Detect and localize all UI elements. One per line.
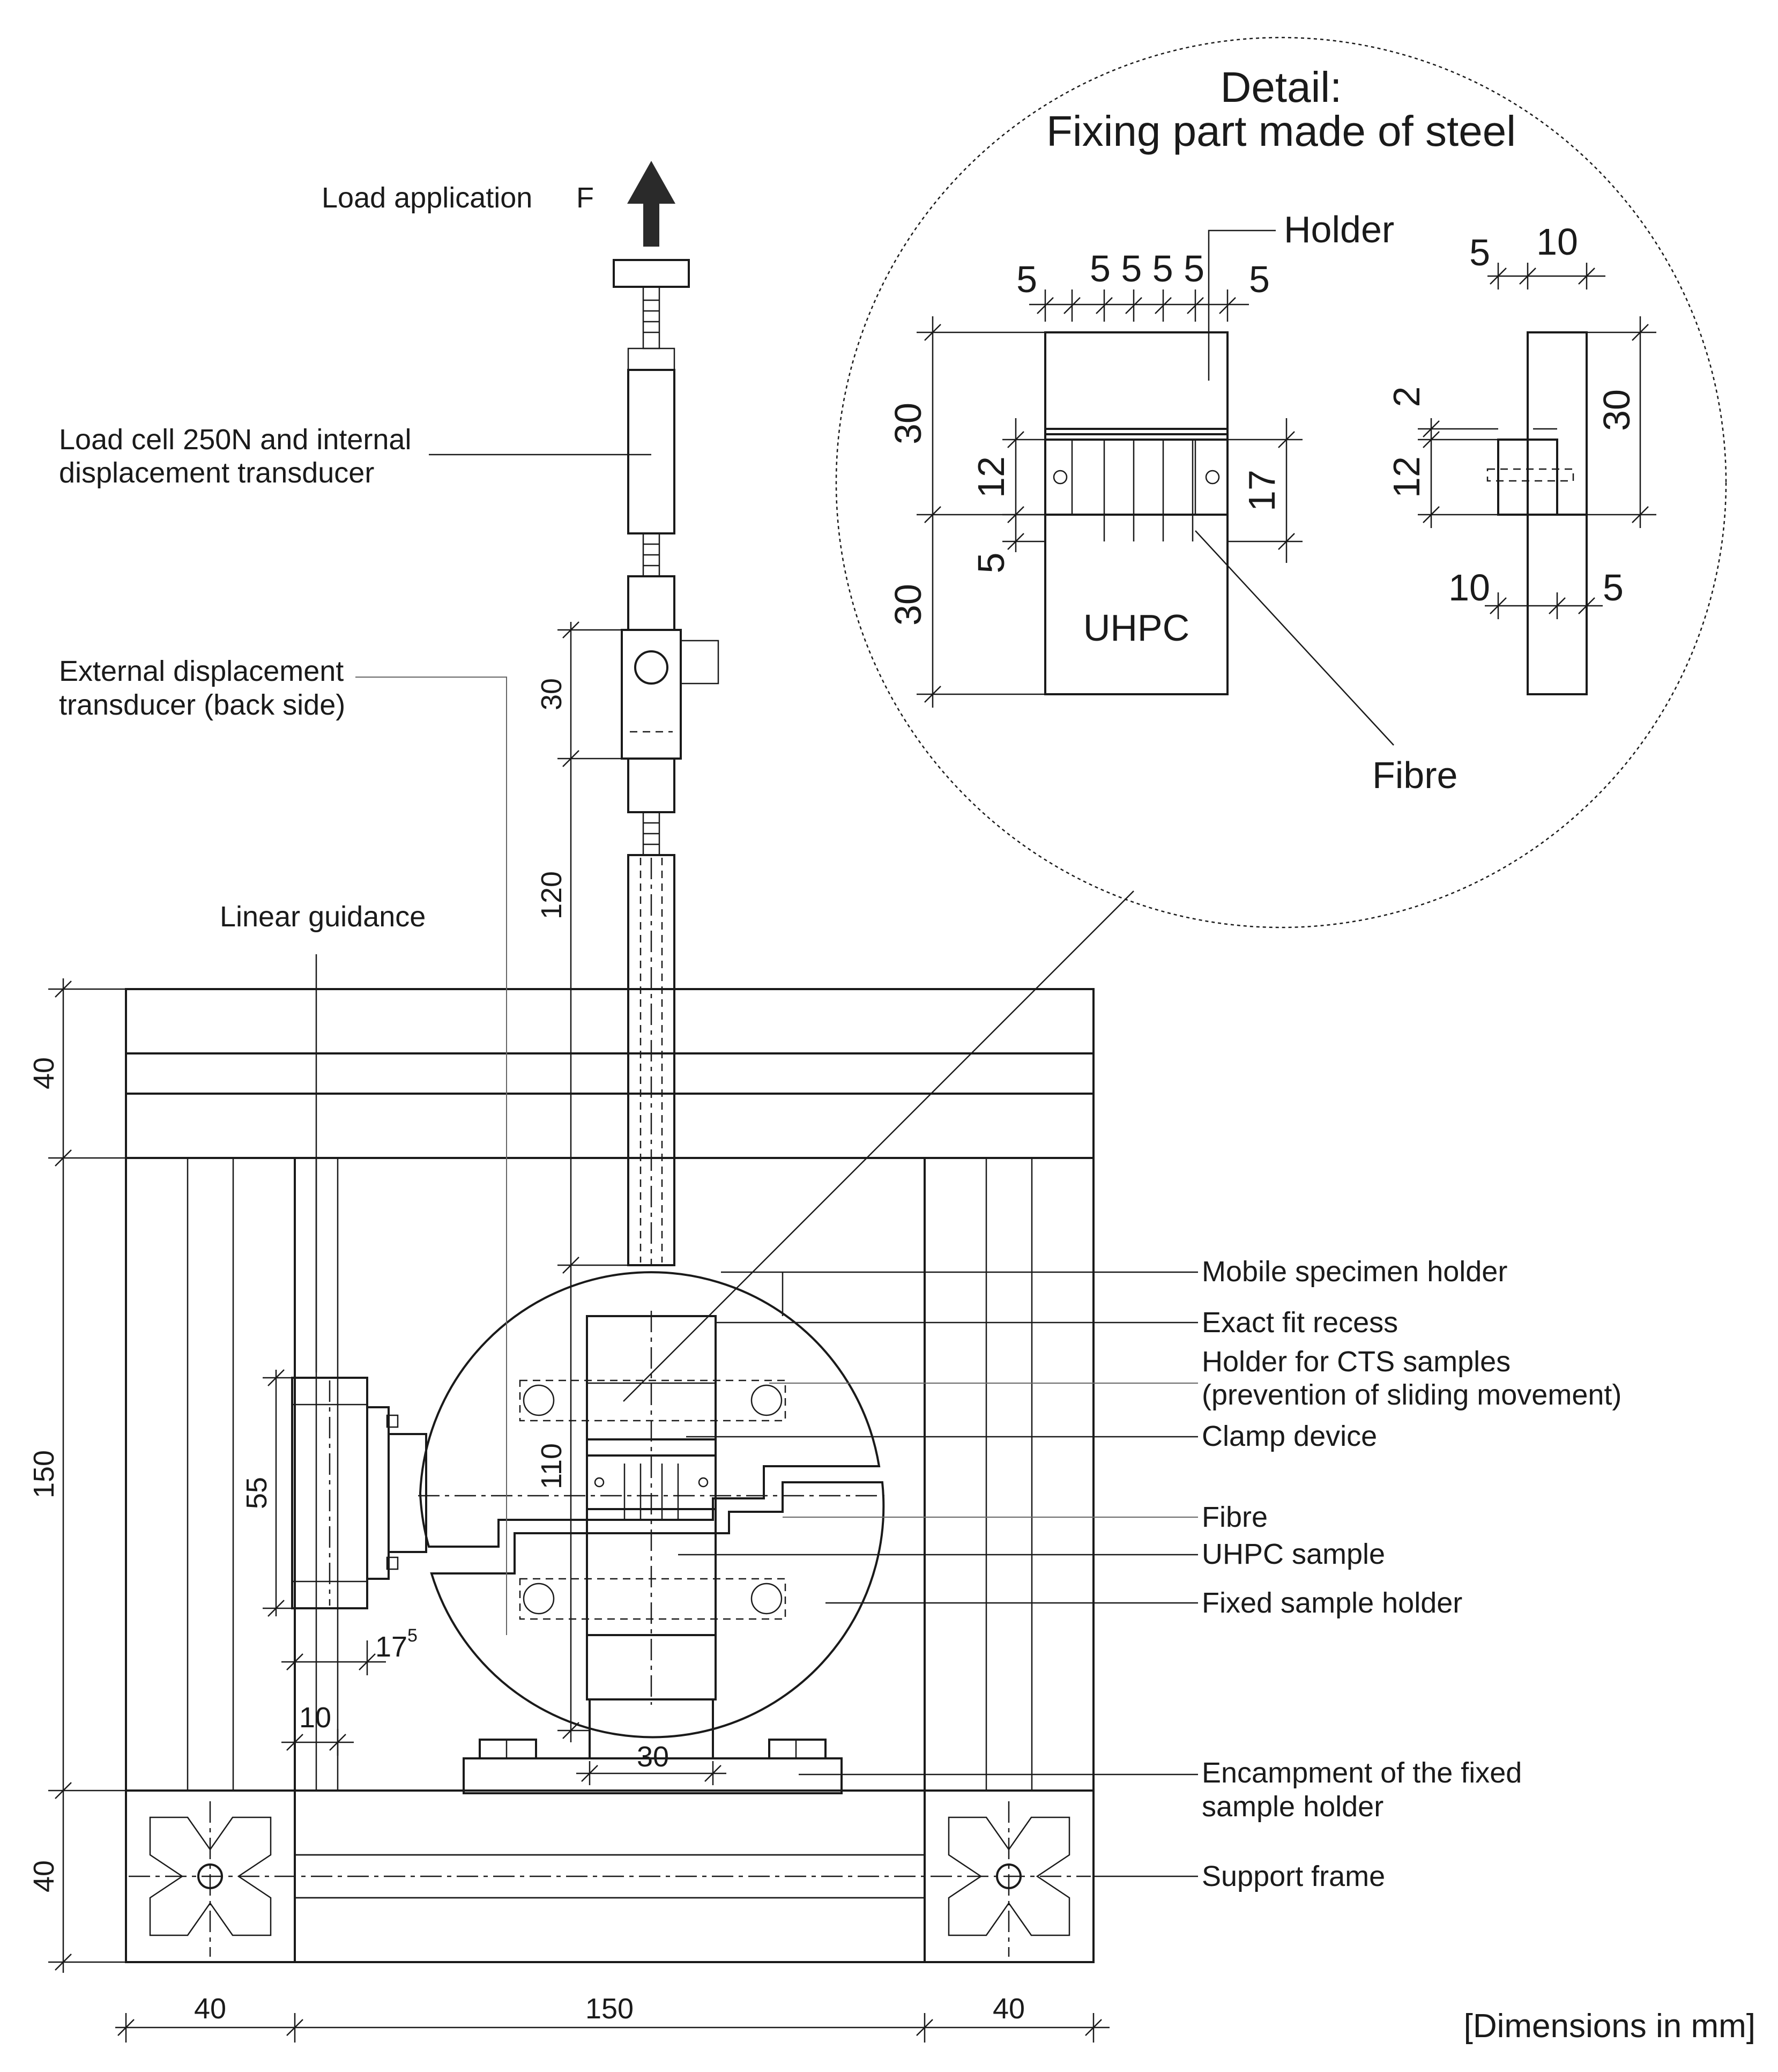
dim-guidance-55: 55 <box>241 1477 273 1509</box>
main-dimensions <box>48 621 1110 2043</box>
dim-vert-110: 110 <box>535 1443 568 1489</box>
load-train <box>613 161 719 1266</box>
fixed-sample-holder <box>430 1481 885 1739</box>
label-holder-cts-line1: Holder for CTS samples <box>1202 1346 1511 1378</box>
label-uhpc-sample: UHPC sample <box>1202 1538 1385 1570</box>
leader-lines <box>315 454 1198 1877</box>
label-linear-guidance: Linear guidance <box>220 901 426 933</box>
label-clamp-device: Clamp device <box>1202 1420 1377 1452</box>
dim-detail-12: 12 <box>970 456 1012 498</box>
dim-left-top-40: 40 <box>28 1057 60 1089</box>
label-fixed-holder: Fixed sample holder <box>1202 1587 1462 1619</box>
dim-side-30: 30 <box>1596 389 1638 431</box>
dim-detail-30-upper: 30 <box>887 403 929 444</box>
top-beam-upper <box>125 988 1095 1054</box>
dim-detail-17: 17 <box>1241 470 1283 511</box>
cts-holder-lower <box>519 1578 786 1620</box>
detail-title-line1: Detail: <box>1221 63 1342 111</box>
dim-detail-top-5b: 5 <box>1249 258 1270 300</box>
mobile-specimen-holder <box>419 1271 881 1548</box>
label-support-frame: Support frame <box>1202 1860 1385 1892</box>
dim-offset-17-sup: 5 <box>407 1625 418 1646</box>
dim-side-2: 2 <box>1386 387 1427 407</box>
detail-uhpc-label: UHPC <box>1083 607 1189 649</box>
detail-title-line2: Fixing part made of steel <box>1046 107 1516 155</box>
dim-bottom-left-40: 40 <box>194 1993 226 2025</box>
dim-detail-top-5555: 5 5 5 5 <box>1090 248 1204 289</box>
label-load-cell-line2: displacement transducer <box>59 457 374 489</box>
label-ext-transducer-line2: transducer (back side) <box>59 689 345 721</box>
left-column <box>125 1157 296 1792</box>
threaded-rod-top <box>642 286 660 350</box>
label-holder-cts-line2: (prevention of sliding movement) <box>1202 1379 1621 1411</box>
top-beam-middle <box>125 1052 1095 1095</box>
label-load-application: Load application <box>322 182 532 214</box>
dim-offset-17: 17 <box>375 1631 407 1663</box>
encampment-base <box>463 1757 843 1794</box>
label-mobile-holder: Mobile specimen holder <box>1202 1256 1507 1288</box>
dim-detail-30-lower: 30 <box>887 584 929 626</box>
label-load-cell-line1: Load cell 250N and internal <box>59 424 411 456</box>
dim-detail-5: 5 <box>970 553 1012 574</box>
label-ext-transducer-line1: External displacement <box>59 655 344 687</box>
dim-side-5: 5 <box>1469 232 1490 273</box>
dim-offset-10: 10 <box>299 1702 331 1734</box>
dim-side-5b: 5 <box>1603 567 1624 608</box>
dim-left-bot-40: 40 <box>28 1860 60 1892</box>
load-plate <box>613 259 690 288</box>
dim-side-10b: 10 <box>1448 567 1490 608</box>
label-encampment-line2: sample holder <box>1202 1791 1383 1823</box>
label-force: F <box>576 182 594 214</box>
annotation-labels: Load application F Load cell 250N and in… <box>59 182 1755 2045</box>
units-note: [Dimensions in mm] <box>1464 2008 1755 2045</box>
external-transducer-clamp <box>621 629 682 760</box>
dim-base-30: 30 <box>637 1741 669 1773</box>
detail-circle <box>835 36 1727 929</box>
label-fibre: Fibre <box>1202 1501 1268 1533</box>
detail-fibre-label: Fibre <box>1372 754 1457 796</box>
dim-detail-top-5a: 5 <box>1016 258 1037 300</box>
detail-side-view <box>1486 331 1588 695</box>
right-column-slot <box>985 1157 1033 1792</box>
force-arrow-icon <box>627 161 675 247</box>
support-frame <box>125 988 1095 1963</box>
right-column <box>924 1157 1095 1792</box>
load-cell <box>627 369 675 534</box>
dim-bottom-right-40: 40 <box>993 1993 1025 2025</box>
cts-holder-upper <box>519 1379 786 1422</box>
detail-holder-label: Holder <box>1284 209 1394 250</box>
label-encampment-line1: Encampment of the fixed <box>1202 1757 1522 1789</box>
dim-side-12: 12 <box>1386 456 1427 498</box>
dim-bottom-mid-150: 150 <box>585 1993 634 2025</box>
dim-vert-30: 30 <box>535 678 568 710</box>
detail-front-view: UHPC <box>1044 331 1229 695</box>
linear-guidance-carriage <box>291 1377 427 1609</box>
dim-left-mid-150: 150 <box>28 1450 60 1498</box>
dim-vert-120: 120 <box>535 871 568 919</box>
dim-side-10: 10 <box>1536 221 1578 263</box>
label-exact-fit: Exact fit recess <box>1202 1306 1398 1339</box>
left-column-slot <box>187 1157 234 1792</box>
top-beam-lower <box>125 1093 1095 1159</box>
specimen-holder <box>418 1271 885 1794</box>
detail-view: Detail: Fixing part made of steel UHPC <box>623 36 1727 1402</box>
